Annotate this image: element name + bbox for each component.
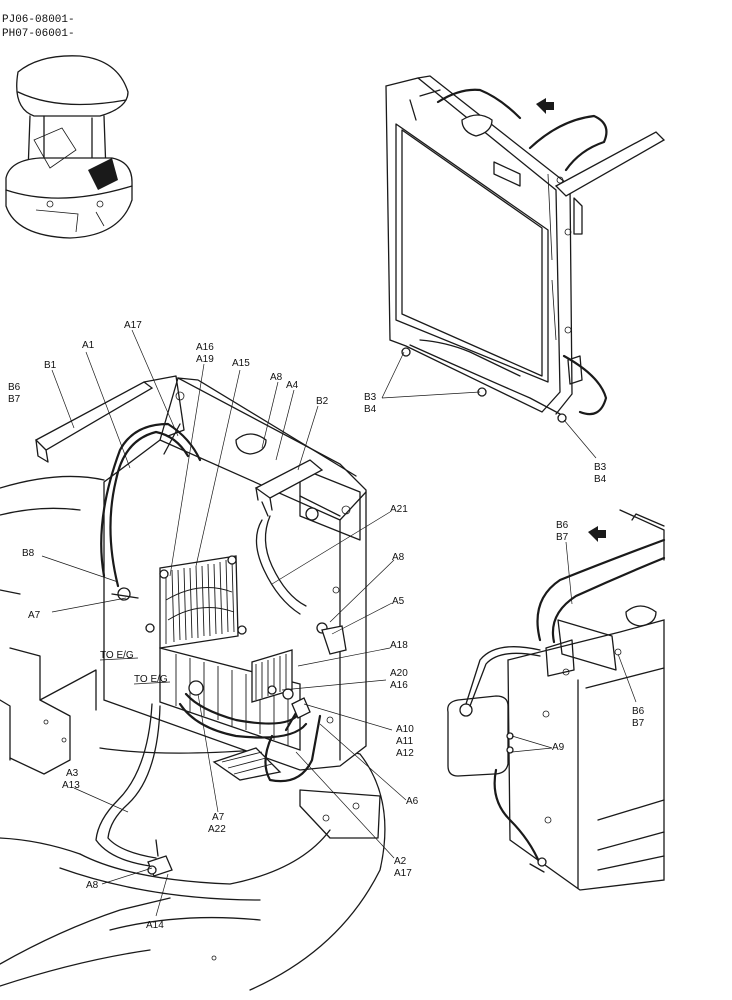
label-B2: B2 (316, 396, 329, 407)
label-A21: A21 (390, 504, 408, 515)
label-A22: A22 (208, 824, 226, 835)
annotation-to-engine-1: TO E/G (100, 650, 134, 661)
label-B7-right: B7 (632, 718, 645, 729)
radiator-main-assembly (0, 375, 386, 991)
label-A7-bottom: A7 (212, 812, 225, 823)
label-A1: A1 (82, 340, 95, 351)
serial-range-line-2: PH07-06001- (2, 28, 75, 40)
label-A6: A6 (406, 796, 419, 807)
label-A20: A20 (390, 668, 408, 679)
radiator-rear-view (385, 75, 666, 423)
label-A17-top: A17 (124, 320, 142, 331)
label-A17-bottom: A17 (394, 868, 412, 879)
label-A8-mid: A8 (392, 552, 405, 563)
label-A7-left: A7 (28, 610, 41, 621)
label-B7-right-top: B7 (556, 532, 569, 543)
label-A3: A3 (66, 768, 79, 779)
label-B1: B1 (44, 360, 57, 371)
label-A18: A18 (390, 640, 408, 651)
label-B6-left: B6 (8, 382, 21, 393)
label-A19: A19 (196, 354, 214, 365)
label-A12: A12 (396, 748, 414, 759)
label-A5: A5 (392, 596, 405, 607)
label-A15: A15 (232, 358, 250, 369)
label-B6-right: B6 (632, 706, 645, 717)
serial-range-line-1: PJ06-08001- (2, 14, 75, 26)
label-A8-bottom: A8 (86, 880, 99, 891)
annotation-to-engine-2: TO E/G (134, 674, 168, 685)
machine-overview-illustration (5, 55, 133, 239)
label-A10: A10 (396, 724, 414, 735)
label-A11: A11 (396, 736, 413, 747)
label-B6-right-top: B6 (556, 520, 569, 531)
label-B3-b: B3 (594, 462, 607, 473)
label-A9: A9 (552, 742, 565, 753)
label-A2: A2 (394, 856, 407, 867)
part-labels: A1 A17 A16 A19 A15 A8 A4 B2 B1 B6 B7 B8 … (8, 320, 645, 931)
leader-lines (41, 329, 637, 917)
label-A8-top: A8 (270, 372, 283, 383)
label-B7-left: B7 (8, 394, 21, 405)
label-B3-a: B3 (364, 392, 377, 403)
label-A16-top: A16 (196, 342, 214, 353)
label-A16-mid: A16 (390, 680, 408, 691)
label-A13: A13 (62, 780, 80, 791)
radiator-reserve-tank-view (447, 509, 666, 891)
label-A14: A14 (146, 920, 164, 931)
label-A4: A4 (286, 380, 299, 391)
label-B8: B8 (22, 548, 35, 559)
label-B4-b: B4 (594, 474, 607, 485)
label-B4-a: B4 (364, 404, 377, 415)
